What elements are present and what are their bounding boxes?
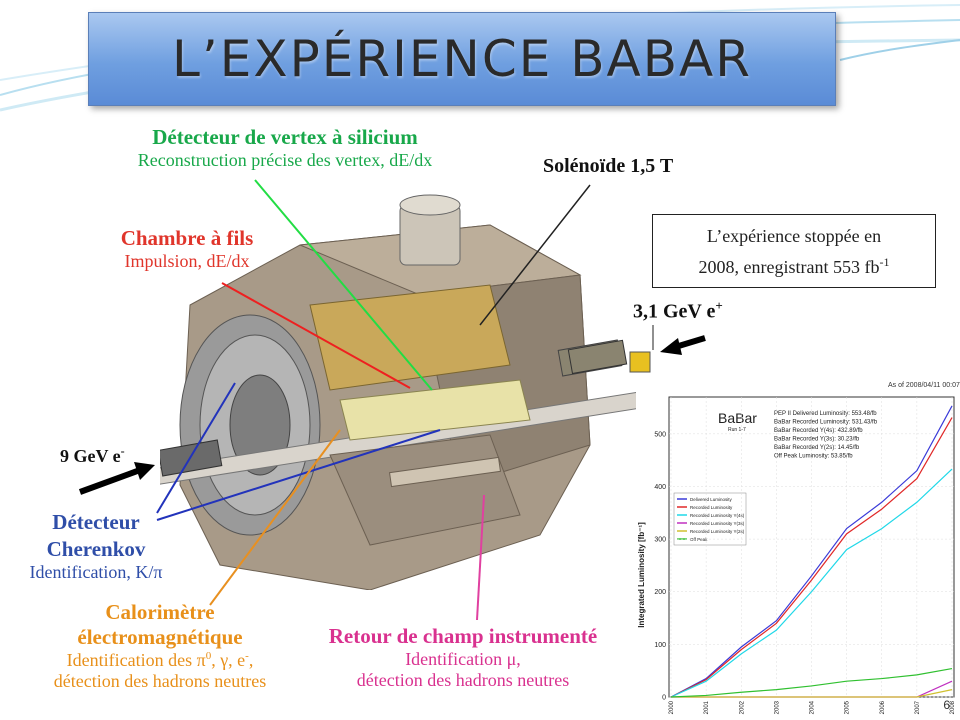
plot-ytick-label: 300 bbox=[654, 537, 666, 544]
page-number: 6 bbox=[943, 698, 950, 712]
page-title: L’EXPÉRIENCE BABAR bbox=[172, 30, 752, 88]
plot-xtick-label: 2004 bbox=[810, 700, 816, 714]
plot-stat-line: BaBar Recorded Y(3s): 30.23/fb bbox=[774, 437, 860, 443]
plot-ytick-label: 200 bbox=[654, 589, 666, 596]
plot-series-line bbox=[670, 468, 953, 698]
calorimeter-title-1: Calorimètre bbox=[105, 600, 215, 624]
drift-chamber-subtitle: Impulsion, dE/dx bbox=[124, 251, 250, 271]
positron-beamline bbox=[567, 339, 651, 375]
plot-xtick-label: 2003 bbox=[774, 700, 780, 714]
plot-stat-line: Off Peak Luminosity: 53.85/fb bbox=[774, 454, 853, 460]
ifr-subtitle-2: détection des hadrons neutres bbox=[356, 670, 570, 690]
plot-stat-line: BaBar Recorded Luminosity: 531.43/fb bbox=[774, 420, 878, 426]
drift-chamber-title: Chambre à fils bbox=[120, 226, 254, 250]
plot-xtick-label: 2000 bbox=[669, 700, 675, 714]
info-line-2: 2008, enregistrant 553 fb-1 bbox=[698, 255, 890, 277]
plot-brand: BaBar bbox=[718, 410, 757, 426]
calorimeter-title-2: électromagnétique bbox=[77, 625, 243, 649]
info-line-1: L’expérience stoppée en bbox=[706, 226, 882, 246]
plot-legend-entry: Delivered Luminosity bbox=[690, 497, 733, 502]
plot-stat-line: PEP II Delivered Luminosity: 553.48/fb bbox=[774, 411, 877, 417]
plot-xtick-label: 2002 bbox=[739, 700, 745, 714]
plot-legend-entry: Recorded Luminosity Y(2s) bbox=[690, 529, 745, 534]
plot-xtick-label: 2006 bbox=[880, 700, 886, 714]
plot-background bbox=[636, 375, 960, 720]
plot-stat-line: BaBar Recorded Y(2s): 14.45/fb bbox=[774, 445, 860, 451]
plot-xtick-label: 2008 bbox=[950, 700, 956, 714]
plot-stat-line: BaBar Recorded Y(4s): 432.89/fb bbox=[774, 428, 863, 434]
cherenkov-detector-label: Détecteur Cherenkov Identification, K/π bbox=[6, 510, 186, 583]
plot-ylabel: Integrated Luminosity [fb⁻¹] bbox=[637, 522, 646, 628]
ifr-subtitle-1: Identification μ, bbox=[405, 649, 521, 669]
plot-ytick-label: 400 bbox=[654, 484, 666, 491]
plot-stats: PEP II Delivered Luminosity: 553.48/fbBa… bbox=[774, 411, 878, 460]
plot-header: As of 2008/04/11 00:07 bbox=[888, 382, 960, 389]
plot-series-line bbox=[670, 405, 953, 698]
drift-chamber-label: Chambre à fils Impulsion, dE/dx bbox=[92, 226, 282, 272]
plot-ytick-label: 100 bbox=[654, 642, 666, 649]
cherenkov-title-2: Cherenkov bbox=[46, 537, 146, 561]
cherenkov-subtitle: Identification, K/π bbox=[29, 562, 163, 582]
vertex-detector-title: Détecteur de vertex à silicium bbox=[152, 125, 418, 149]
plot-ytick-label: 500 bbox=[654, 431, 666, 438]
vertex-detector-label: Détecteur de vertex à silicium Reconstru… bbox=[105, 125, 465, 171]
plot-ytick-label: 0 bbox=[662, 695, 666, 702]
plot-legend-box bbox=[673, 492, 747, 546]
plot-xtick-label: 2001 bbox=[704, 700, 710, 714]
plot-xtick-label: 2007 bbox=[915, 700, 921, 714]
plot-series-line bbox=[671, 689, 953, 698]
plot-series-line bbox=[670, 667, 953, 698]
plot-run: Run 1-7 bbox=[728, 427, 746, 433]
experiment-info-box: L’expérience stoppée en 2008, enregistra… bbox=[652, 214, 936, 288]
plot-legend-entry: Recorded Luminosity Y(4s) bbox=[690, 513, 745, 518]
solenoid-label: Solénoïde 1,5 T bbox=[543, 155, 674, 177]
plot-legend-entry: Off Peak bbox=[690, 537, 708, 542]
plot-yticks: 0 100 200 300 400 500 bbox=[654, 431, 666, 701]
title-banner: L’EXPÉRIENCE BABAR bbox=[88, 12, 836, 106]
ifr-title: Retour de champ instrumenté bbox=[328, 624, 598, 648]
positron-beam-label: 3,1 GeV e+ bbox=[633, 298, 723, 323]
luminosity-plot: As of 2008/04/11 00:07 Integrated Lumino… bbox=[636, 375, 960, 720]
plot-xtick-label: 2005 bbox=[845, 700, 851, 714]
ifr-label: Retour de champ instrumenté Identificati… bbox=[288, 624, 638, 691]
plot-legend-entry: Recorded Luminosity bbox=[690, 505, 733, 510]
plot-legend-entry: Recorded Luminosity Y(3s) bbox=[690, 521, 745, 526]
cherenkov-title-1: Détecteur bbox=[52, 510, 140, 534]
calorimeter-subtitle-2: détection des hadrons neutres bbox=[53, 671, 267, 691]
calorimeter-label: Calorimètre électromagnétique Identifica… bbox=[10, 600, 310, 692]
calorimeter-subtitle-1: Identification des π0, γ, e-, bbox=[66, 650, 254, 670]
plot-xticks: 2000 2001 2002 2003 2004 2005 2006 2007 2008 bbox=[669, 700, 956, 714]
plot-series bbox=[670, 405, 953, 698]
electron-beam-label: 9 GeV e- bbox=[60, 444, 125, 466]
vertex-detector-subtitle: Reconstruction précise des vertex, dE/dx bbox=[137, 150, 433, 170]
plot-series-line bbox=[670, 417, 953, 698]
